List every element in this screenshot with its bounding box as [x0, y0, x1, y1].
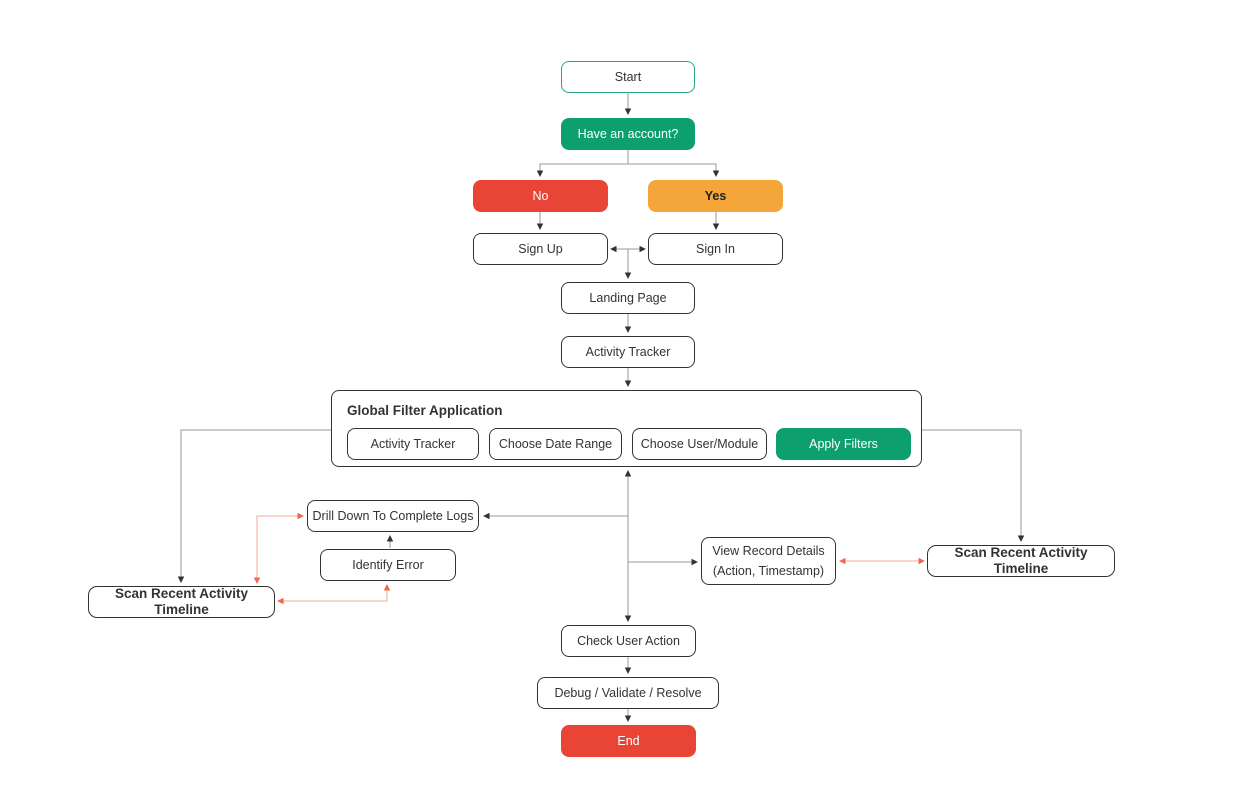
node-end: End — [561, 725, 696, 757]
node-view-record-details: View Record Details (Action, Timestamp) — [701, 537, 836, 585]
edge-scan-left-drill-down — [253, 512, 304, 584]
node-start: Start — [561, 61, 695, 93]
edge-scan-left-identify-error — [277, 584, 391, 605]
node-choose-user-module: Choose User/Module — [632, 428, 767, 460]
node-check-user-action: Check User Action — [561, 625, 696, 657]
node-no: No — [473, 180, 608, 212]
view-record-line2: (Action, Timestamp) — [712, 564, 825, 578]
node-activity-tracker: Activity Tracker — [561, 336, 695, 368]
node-scan-timeline-right: Scan Recent Activity Timeline — [927, 545, 1115, 577]
node-filter-activity-tracker: Activity Tracker — [347, 428, 479, 460]
node-landing-page: Landing Page — [561, 282, 695, 314]
edge-have-account-no — [536, 150, 629, 177]
filter-group-title: Global Filter Application — [347, 403, 503, 418]
node-sign-in: Sign In — [648, 233, 783, 265]
node-apply-filters: Apply Filters — [776, 428, 911, 460]
filter-group-container: Global Filter Application Activity Track… — [331, 390, 922, 467]
node-scan-timeline-left: Scan Recent Activity Timeline — [88, 586, 275, 618]
node-choose-date-range: Choose Date Range — [489, 428, 622, 460]
node-yes: Yes — [648, 180, 783, 212]
edge-have-account-yes — [628, 163, 720, 177]
node-sign-up: Sign Up — [473, 233, 608, 265]
edge-filter-group-scan-right — [922, 429, 1025, 542]
node-identify-error: Identify Error — [320, 549, 456, 581]
view-record-line1: View Record Details — [712, 544, 825, 558]
node-have-account: Have an account? — [561, 118, 695, 150]
edge-filter-group-scan-left — [177, 429, 331, 583]
node-debug-validate-resolve: Debug / Validate / Resolve — [537, 677, 719, 709]
node-drill-down-logs: Drill Down To Complete Logs — [307, 500, 479, 532]
